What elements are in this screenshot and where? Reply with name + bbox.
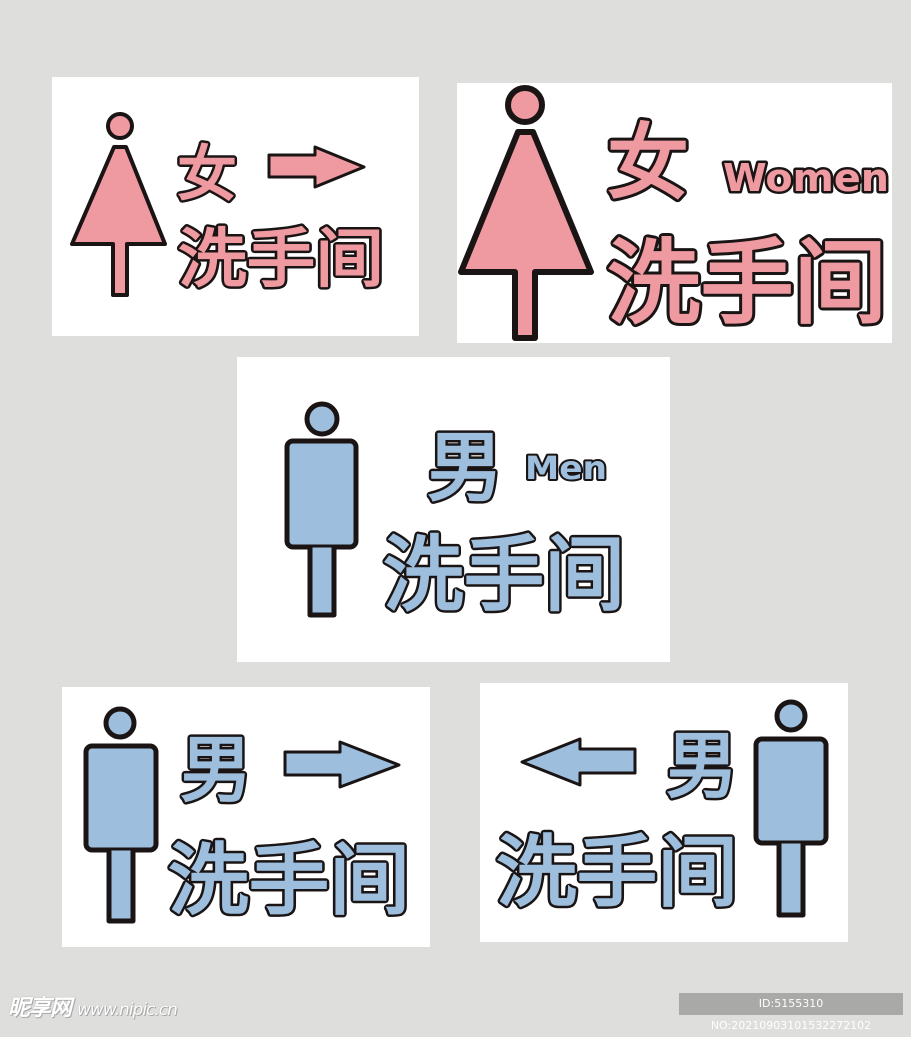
restroom-text: 洗手间: [168, 836, 410, 926]
sign-women: 女 Women 洗手间: [457, 83, 892, 343]
watermark-site: www.nipic.cn: [77, 1000, 178, 1020]
arrow-right-icon: [267, 145, 366, 189]
sign-men: 男 Men 洗手间: [237, 357, 670, 662]
female-figure-icon: [458, 85, 594, 341]
english-label: Women: [723, 156, 889, 200]
restroom-text: 洗手间: [178, 223, 384, 297]
sign-men-right: 男 洗手间: [62, 687, 430, 947]
restroom-text: 洗手间: [607, 230, 887, 337]
watermark-id: ID:5155310 NO:20210903101532272102: [679, 993, 903, 1032]
male-figure-icon: [753, 699, 829, 918]
watermark-logo-text: 昵享网: [8, 996, 72, 1021]
english-label: Men: [525, 449, 607, 487]
sign-women-right: 女 洗手间: [52, 77, 419, 336]
gender-char: 女: [607, 116, 689, 211]
male-figure-icon: [83, 706, 159, 924]
gender-char: 男: [427, 423, 503, 512]
gender-char: 男: [180, 728, 252, 812]
sign-men-left: 男 洗手间: [480, 683, 848, 942]
male-figure-icon: [284, 401, 359, 618]
gender-char: 男: [666, 724, 738, 808]
arrow-right-icon: [283, 740, 401, 789]
restroom-text: 洗手间: [383, 528, 625, 623]
gender-char: 女: [177, 140, 237, 210]
female-figure-icon: [70, 112, 167, 297]
arrow-left-icon: [520, 737, 637, 787]
restroom-text: 洗手间: [496, 828, 738, 918]
